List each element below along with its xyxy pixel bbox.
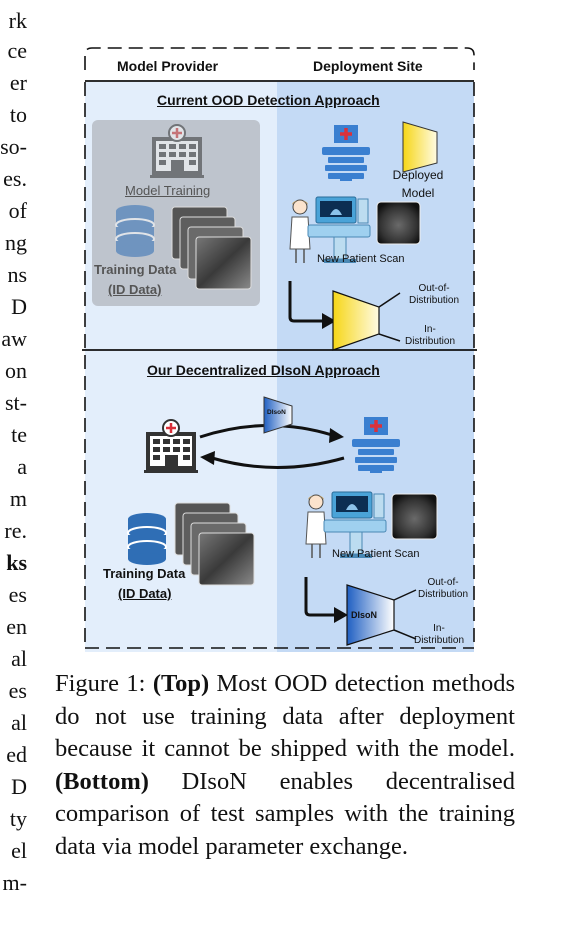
in-text: In- (424, 324, 436, 335)
deployed-model-label: Deployed Model (387, 166, 449, 202)
left-column-fragment: st- (5, 390, 27, 415)
caption-top-bold: (Top) (152, 670, 210, 697)
left-column-fragment: aw (1, 326, 27, 351)
distribution-text: Distribution (417, 589, 469, 600)
header-deployment-site: Deployment Site (313, 58, 423, 74)
out-of-text: Out-of- (418, 283, 450, 294)
left-column-fragment: to (9, 102, 27, 127)
id-data-label-top: (ID Data) (108, 282, 162, 297)
database-icon-bottom (127, 513, 167, 565)
doctor-ultrasound-bottom (305, 491, 387, 558)
left-column-fragment: so- (0, 134, 27, 159)
header-model-provider: Model Provider (117, 58, 219, 74)
patient-scan-bottom (391, 493, 438, 540)
hospital-icon-bottom (144, 419, 198, 473)
dashed-frame (84, 47, 475, 649)
doctor-ultrasound-top (289, 196, 371, 263)
left-column-fragment: ce (7, 38, 27, 63)
bottom-section-title: Our Decentralized DIsoN Approach (147, 362, 380, 378)
left-column-fragment: on (5, 358, 27, 383)
left-column-fragment: te (11, 422, 27, 447)
out-of-text: Out-of- (427, 577, 459, 588)
model-training-label: Model Training (125, 183, 211, 198)
left-column-fragment: m (9, 486, 27, 511)
left-column-fragment: al (11, 710, 27, 735)
id-label-bottom: In- Distribution (407, 623, 471, 647)
left-column-fragment: ks (6, 550, 27, 575)
left-column-fragment: of (8, 198, 27, 223)
in-text: In- (433, 623, 445, 634)
distribution-text: Distribution (413, 635, 465, 646)
left-column-fragment: re. (4, 518, 27, 543)
deployed-text: Deployed (392, 168, 444, 182)
ood-label-top: Out-of- Distribution (400, 283, 468, 307)
scan-stack-bottom (174, 502, 255, 586)
scan-stack-top (171, 206, 252, 290)
flow-arrow-bottom (304, 577, 334, 617)
left-column-fragment: es (8, 678, 27, 703)
dison-model-label: DIsoN (351, 610, 378, 620)
figure-graphics (82, 47, 477, 652)
ood-label-bottom: Out-of- Distribution (409, 577, 477, 601)
left-column-fragment: D (11, 774, 27, 799)
left-column-fragment: al (11, 646, 27, 671)
left-column-fragment: el (11, 838, 27, 863)
hospital-icon-deploy-top (322, 125, 370, 181)
patient-scan-top (376, 201, 421, 245)
left-column-fragment: rk (8, 8, 27, 33)
exchange-arrow-back (211, 456, 345, 469)
flow-arrow-top (288, 281, 322, 323)
new-patient-scan-top: New Patient Scan (317, 253, 405, 265)
distribution-text: Distribution (404, 336, 456, 347)
left-column-fragment: a (17, 454, 27, 479)
left-column-fragment: en (6, 614, 27, 639)
deployed-model-shape (402, 121, 438, 173)
left-column-fragment: ty (9, 806, 27, 831)
left-column-fragment: es. (3, 166, 27, 191)
caption-label: Figure 1: (55, 670, 153, 697)
left-column-fragment: D (11, 294, 27, 319)
left-column-fragment: ng (5, 230, 27, 255)
left-column-fragment: m- (2, 870, 27, 895)
distribution-text: Distribution (408, 295, 460, 306)
caption-bottom-bold: (Bottom) (55, 767, 149, 795)
training-data-label-bottom: Training Data (103, 566, 186, 581)
caption-bottom-text: DIsoN enables decentralised comparison o… (55, 767, 515, 860)
dison-small-shape (263, 396, 293, 434)
top-section-title: Current OOD Detection Approach (157, 92, 380, 108)
figure-caption: Figure 1: (Top) Most OOD detection metho… (55, 668, 515, 863)
left-column-fragment: es (8, 582, 27, 607)
model-text: Model (401, 186, 435, 200)
left-column-fragment: ed (6, 742, 27, 767)
hospital-icon-deploy-bottom (352, 417, 400, 473)
left-column-fragment: ns (7, 262, 27, 287)
figure-1: Model Provider Deployment Site Current O… (82, 45, 477, 653)
training-data-label-top: Training Data (94, 262, 177, 277)
hospital-icon-top (150, 124, 204, 178)
dison-small-label: DIsoN (267, 409, 286, 416)
id-data-label-bottom: (ID Data) (118, 586, 172, 601)
id-label-top: In- Distribution (398, 324, 462, 348)
new-patient-scan-bottom: New Patient Scan (332, 548, 420, 560)
left-column-fragment: er (9, 70, 27, 95)
caption-top-text: Most OOD detection methods do not use tr… (55, 670, 515, 762)
database-icon-top (115, 205, 155, 257)
deployment-panel (277, 82, 474, 652)
